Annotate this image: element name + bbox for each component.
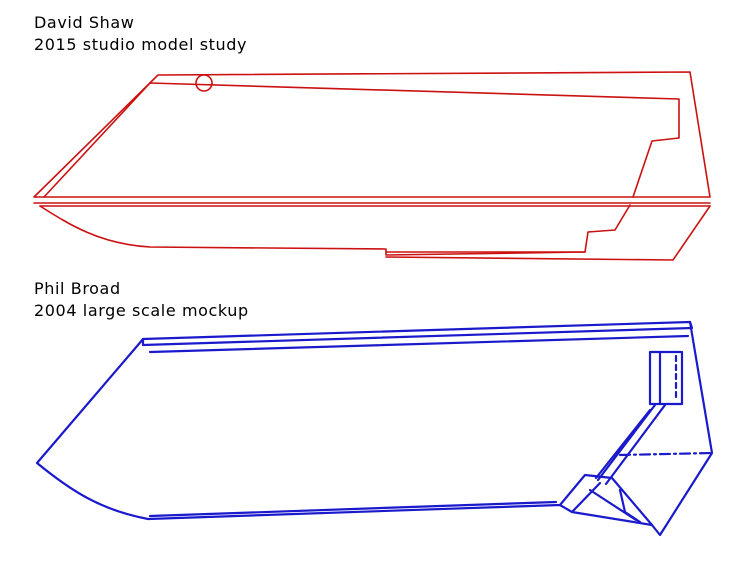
mockup-top-inner: [148, 334, 690, 354]
caption-bottom: Phil Broad 2004 large scale mockup: [34, 278, 249, 322]
mockup-waterline: [618, 451, 714, 457]
author-name-bottom: Phil Broad: [34, 279, 121, 298]
study-description-top: 2015 studio model study: [34, 35, 248, 54]
caption-top: David Shaw 2015 studio model study: [34, 12, 247, 56]
upper-inner-outline: [43, 82, 680, 198]
mockup-stern: [650, 320, 714, 537]
author-name-top: David Shaw: [34, 13, 135, 32]
mockup-keel-inner: [148, 500, 558, 518]
top-circle-detail: [195, 74, 213, 92]
mockup-top-edge: [141, 320, 694, 347]
mockup-bow: [35, 337, 150, 521]
lower-hull-stern: [385, 205, 711, 261]
mockup-strut: [594, 403, 667, 486]
lower-hull-outline: [39, 204, 631, 256]
mockup-keel: [146, 503, 654, 527]
mockup-bracket: [558, 473, 654, 527]
upper-outer-outline: [33, 71, 711, 198]
mockup-transom-box: [648, 350, 684, 406]
study-description-bottom: 2004 large scale mockup: [34, 301, 249, 320]
